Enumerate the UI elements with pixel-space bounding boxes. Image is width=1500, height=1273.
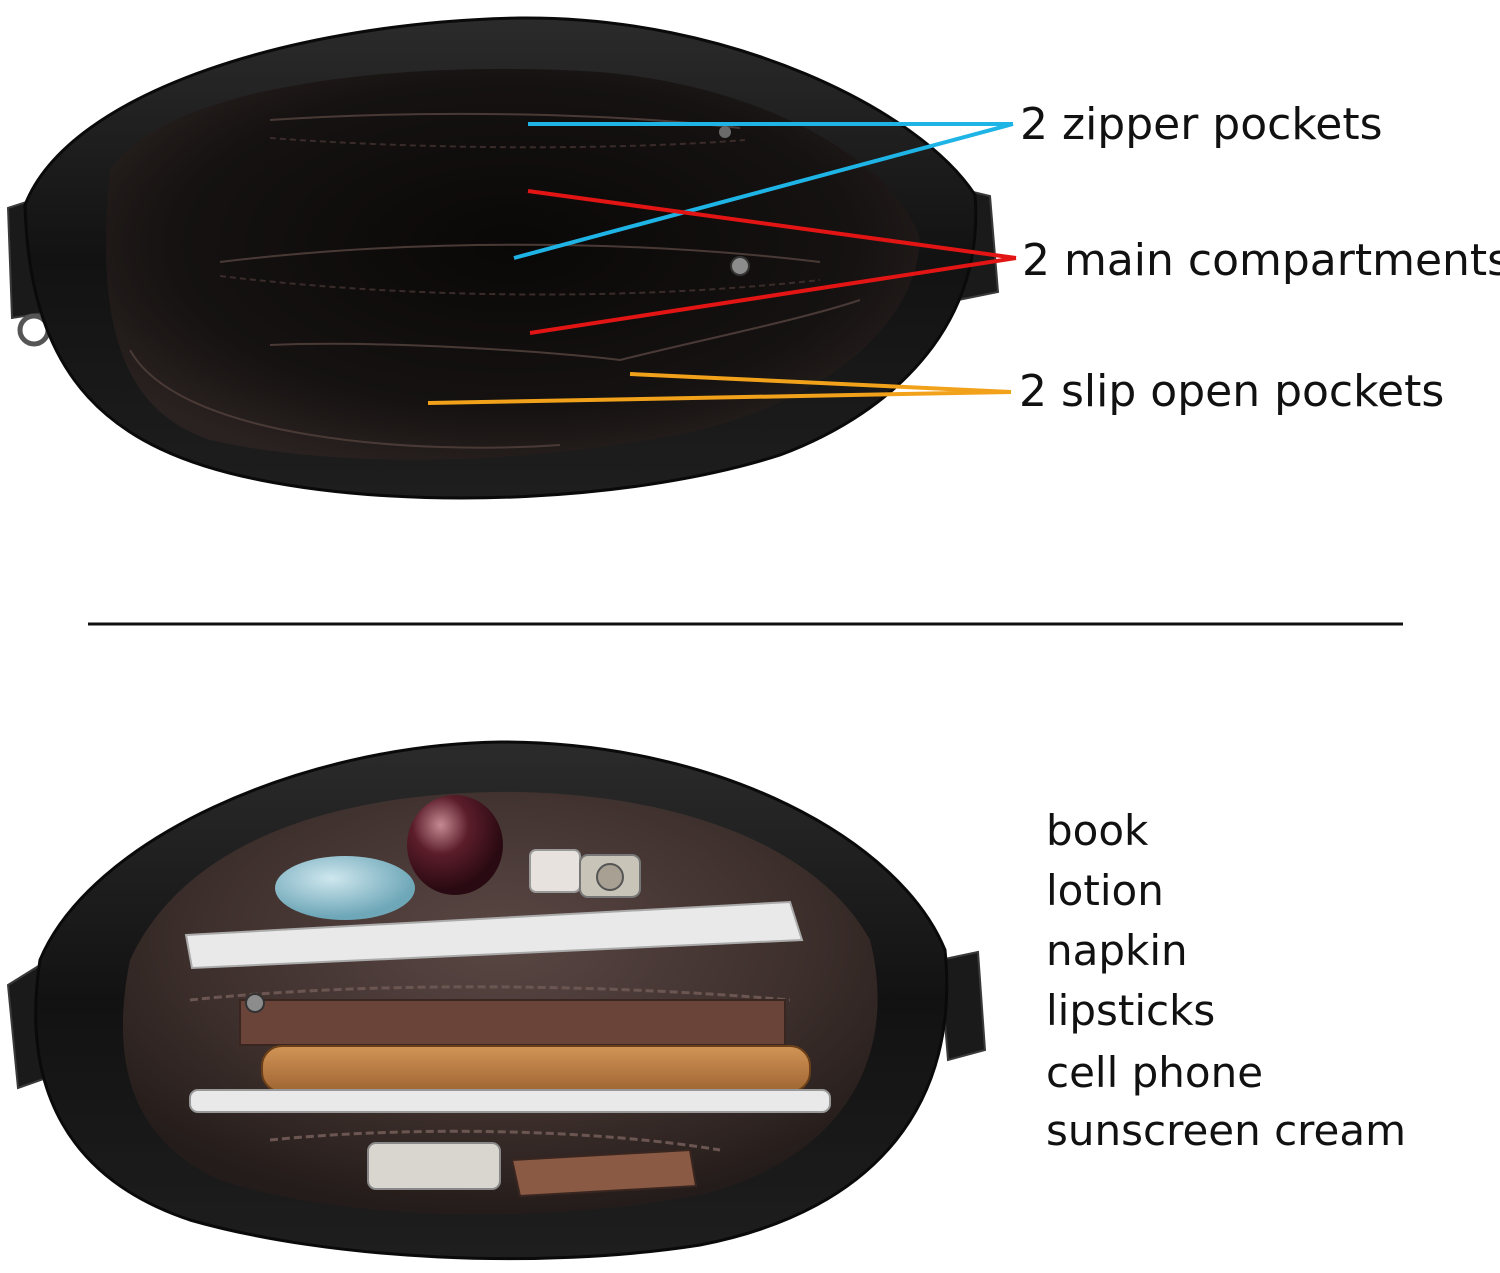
- contents-item-lotion: lotion: [1046, 866, 1164, 915]
- pocket-seam-3: [219, 243, 821, 263]
- contents-item-sunscreen-cream: sunscreen cream: [1046, 1106, 1407, 1155]
- callout-zipper-pockets: 2 zipper pockets: [1020, 99, 1383, 150]
- compact-mirror: [510, 1148, 698, 1198]
- bag-top-view-empty: [6, 16, 1017, 500]
- callout-line-main-1: [527, 189, 1017, 260]
- sunscreen-tube: [367, 1142, 501, 1190]
- callout-line-zipper-2: [513, 122, 1014, 260]
- lipstick-dial: [596, 863, 624, 891]
- bag-top-view-filled: [6, 740, 987, 1261]
- callout-main-compartments: 2 main compartments: [1022, 235, 1500, 286]
- pocket-seam-6: [269, 299, 861, 362]
- lipstick-bulb: [407, 795, 503, 895]
- zipper-pull-top-2: [719, 126, 731, 138]
- pocket-seam-2: [269, 137, 746, 149]
- lipstick-tube-cap: [529, 849, 581, 893]
- bag-lining-top: [105, 68, 921, 460]
- tan-pouch: [261, 1045, 811, 1093]
- front-pocket-band: [269, 1129, 721, 1152]
- callout-line-slip-2: [427, 390, 1012, 405]
- callout-line-slip-1: [629, 372, 1012, 394]
- contents-item-napkin: napkin: [1046, 926, 1188, 975]
- cell-phone: [189, 1089, 831, 1113]
- zipper-pocket-band: [189, 985, 791, 1002]
- callout-line-main-2: [529, 256, 1017, 335]
- contents-item-book: book: [1046, 806, 1149, 855]
- book: [184, 900, 804, 970]
- lotion-bottle: [275, 856, 415, 920]
- napkin-pack: [239, 999, 786, 1046]
- pocket-seam-5: [129, 349, 561, 449]
- zipper-pull-bottom-1: [245, 993, 265, 1013]
- contents-item-lipsticks: lipsticks: [1046, 986, 1216, 1035]
- zipper-pull-top-1: [730, 256, 750, 276]
- pocket-seam-4: [219, 275, 821, 296]
- callout-slip-open-pockets: 2 slip open pockets: [1019, 366, 1445, 417]
- contents-item-cell-phone: cell phone: [1046, 1048, 1264, 1097]
